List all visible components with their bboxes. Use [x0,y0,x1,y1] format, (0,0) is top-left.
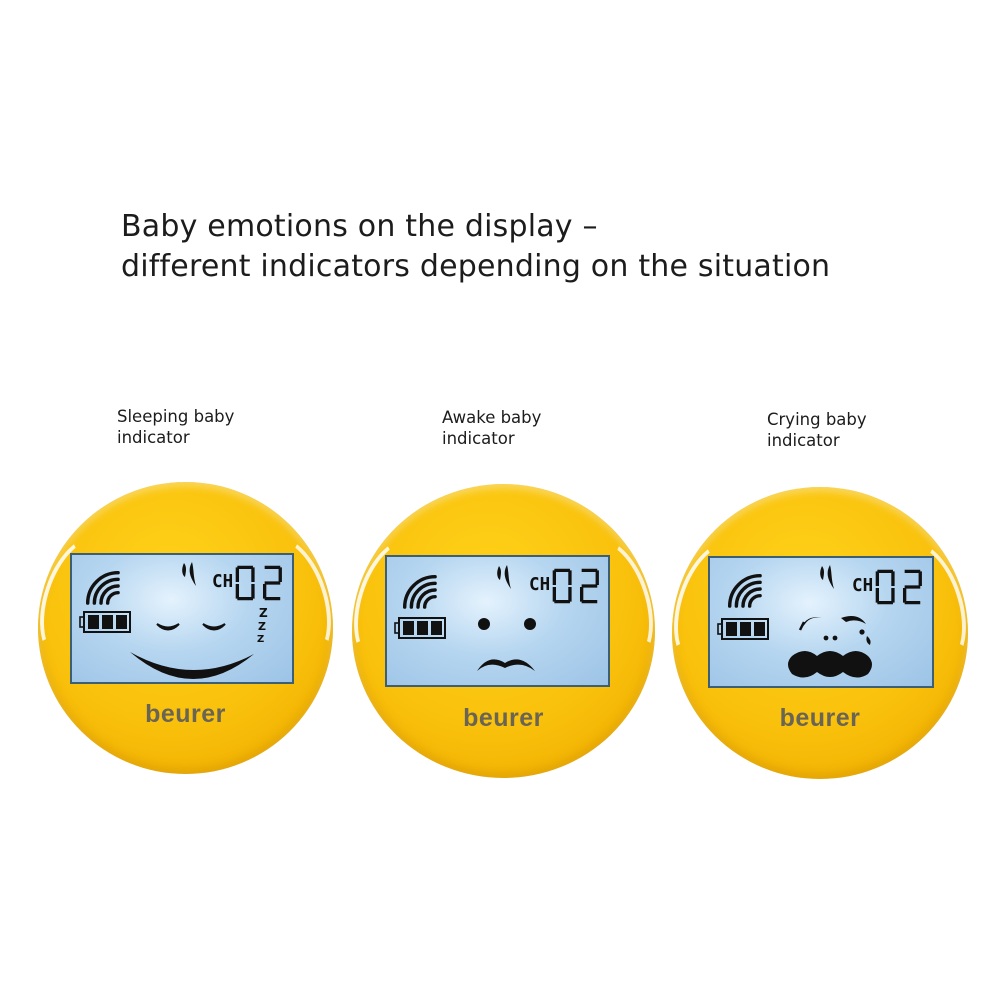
lcd-graphics [393,565,599,671]
lcd-graphics [716,565,922,678]
hair-tuft-icon [182,562,196,586]
channel-02-display [852,569,922,605]
beurer-logo: beurer [463,704,544,732]
crying-face-icon [788,616,872,678]
headline-line-2: different indicators depending on the si… [121,249,831,284]
lcd-display-awake [385,555,610,687]
channel-02-display [212,565,282,601]
lcd-graphics: Z Z Z [78,562,282,680]
caption-crying: Crying baby indicator [767,410,867,450]
battery-full-icon [393,617,447,639]
wifi-signal-icon [402,574,437,609]
hair-tuft-icon [820,565,834,589]
svg-text:Z: Z [258,620,266,633]
zzz-icon: Z Z Z [257,606,268,645]
svg-text:Z: Z [259,606,268,620]
awake-face-icon [477,618,536,671]
page-title: Baby emotions on the display – different… [121,207,921,287]
caption-sleeping: Sleeping baby indicator [117,407,235,447]
sleeping-face-icon [130,623,254,680]
lcd-display-crying [708,556,934,688]
hair-tuft-icon [497,565,511,589]
beurer-logo: beurer [145,700,226,728]
wifi-signal-icon [85,570,120,605]
wifi-signal-icon [727,573,762,608]
caption-awake: Awake baby indicator [442,408,542,448]
svg-text:Z: Z [257,634,264,645]
channel-02-display [529,568,599,604]
lcd-display-sleeping: Z Z Z [70,553,294,684]
beurer-logo: beurer [779,704,861,732]
headline-line-1: Baby emotions on the display – [121,209,598,244]
battery-full-icon [78,611,132,633]
battery-full-icon [716,618,770,640]
